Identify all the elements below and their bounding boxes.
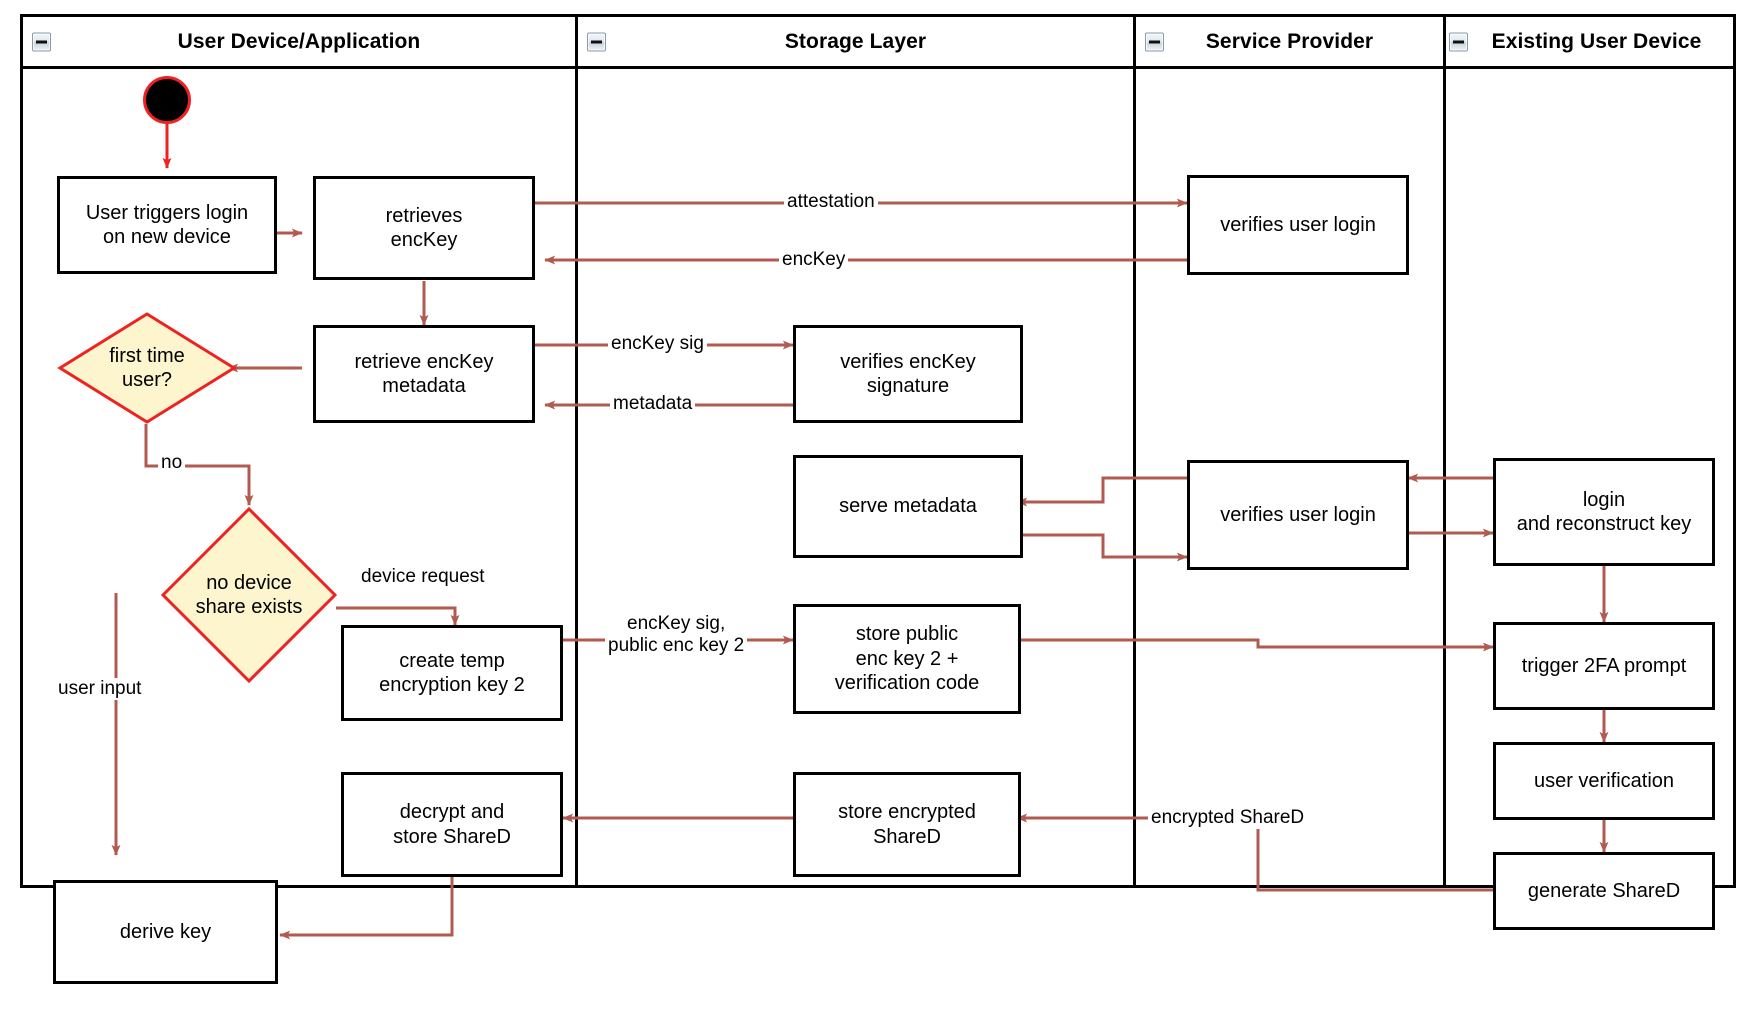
collapse-icon[interactable] bbox=[1145, 32, 1164, 51]
edge-label-encrypted-shared: encrypted ShareD bbox=[1148, 807, 1308, 829]
edge-label-metadata: metadata bbox=[610, 393, 696, 415]
edge-label-device-request: device request bbox=[358, 566, 488, 588]
node-label: store public enc key 2 + verification co… bbox=[834, 623, 980, 695]
node-label: verifies encKey signature bbox=[840, 350, 976, 397]
start-node bbox=[143, 76, 191, 124]
node-login-and-reconstruct-key[interactable]: login and reconstruct key bbox=[1493, 458, 1715, 566]
node-first-time-user[interactable]: first time user? bbox=[57, 311, 237, 425]
collapse-icon[interactable] bbox=[1449, 32, 1468, 51]
node-verifies-user-login-middle[interactable]: verifies user login bbox=[1187, 460, 1409, 570]
node-label: create temp encryption key 2 bbox=[379, 649, 525, 696]
lane-header-user-device[interactable]: User Device/Application bbox=[23, 17, 578, 69]
node-user-triggers-login[interactable]: User triggers login on new device bbox=[57, 176, 277, 274]
node-verifies-user-login-top[interactable]: verifies user login bbox=[1187, 175, 1409, 275]
node-store-public-enc-key-2[interactable]: store public enc key 2 + verification co… bbox=[793, 604, 1021, 714]
node-store-encrypted-shared[interactable]: store encrypted ShareD bbox=[793, 772, 1021, 877]
lane-header-service-provider[interactable]: Service Provider bbox=[1136, 17, 1446, 69]
node-no-device-share[interactable]: no device share exists bbox=[160, 506, 338, 684]
lane-header-existing-user-device[interactable]: Existing User Device bbox=[1446, 17, 1733, 69]
edge-label-enckey-sig-public-enc-key-2: encKey sig, public enc key 2 bbox=[605, 613, 748, 657]
node-label: no device share exists bbox=[195, 571, 303, 618]
node-label: first time user? bbox=[109, 344, 185, 391]
node-label: login and reconstruct key bbox=[1516, 488, 1692, 535]
edge-label-enckey-sig: encKey sig bbox=[608, 333, 707, 355]
node-label: trigger 2FA prompt bbox=[1521, 654, 1687, 677]
lane-title: Existing User Device bbox=[1491, 29, 1702, 53]
node-label: store encrypted ShareD bbox=[838, 801, 976, 848]
node-decrypt-and-store-shared[interactable]: decrypt and store ShareD bbox=[341, 772, 563, 877]
collapse-icon[interactable] bbox=[587, 32, 606, 51]
edge-label-attestation: attestation bbox=[784, 191, 878, 213]
node-trigger-2fa-prompt[interactable]: trigger 2FA prompt bbox=[1493, 622, 1715, 710]
node-label: retrieves encKey bbox=[385, 204, 463, 251]
node-user-verification[interactable]: user verification bbox=[1493, 742, 1715, 820]
node-retrieve-enckey-metadata[interactable]: retrieve encKey metadata bbox=[313, 325, 535, 423]
diamond-shape bbox=[160, 506, 338, 684]
diamond-shape bbox=[57, 312, 237, 424]
edge-label-no: no bbox=[158, 452, 186, 474]
lane-header-storage-layer[interactable]: Storage Layer bbox=[578, 17, 1136, 69]
node-label: verifies user login bbox=[1220, 503, 1376, 526]
lane-title: User Device/Application bbox=[177, 29, 421, 53]
edge-label-enckey: encKey bbox=[779, 249, 849, 271]
node-label: retrieve encKey metadata bbox=[354, 350, 494, 397]
node-serve-metadata[interactable]: serve metadata bbox=[793, 455, 1023, 558]
node-label: user verification bbox=[1533, 769, 1675, 792]
swimlane-frame bbox=[20, 14, 1736, 888]
node-create-temp-encryption-key-2[interactable]: create temp encryption key 2 bbox=[341, 625, 563, 721]
edge-label-user-input: user input bbox=[55, 678, 145, 700]
node-label: generate ShareD bbox=[1527, 879, 1681, 902]
lane-title: Service Provider bbox=[1205, 29, 1374, 53]
node-derive-key[interactable]: derive key bbox=[53, 880, 278, 984]
node-generate-shared[interactable]: generate ShareD bbox=[1493, 852, 1715, 930]
collapse-icon[interactable] bbox=[32, 32, 51, 51]
node-label: serve metadata bbox=[839, 495, 977, 518]
node-label: verifies user login bbox=[1220, 213, 1376, 236]
node-label: derive key bbox=[119, 920, 212, 943]
node-label: User triggers login on new device bbox=[85, 201, 249, 248]
node-retrieves-enckey[interactable]: retrieves encKey bbox=[313, 176, 535, 280]
node-verifies-enckey-signature[interactable]: verifies encKey signature bbox=[793, 325, 1023, 423]
lane-title: Storage Layer bbox=[784, 29, 927, 53]
node-label: decrypt and store ShareD bbox=[393, 801, 511, 848]
